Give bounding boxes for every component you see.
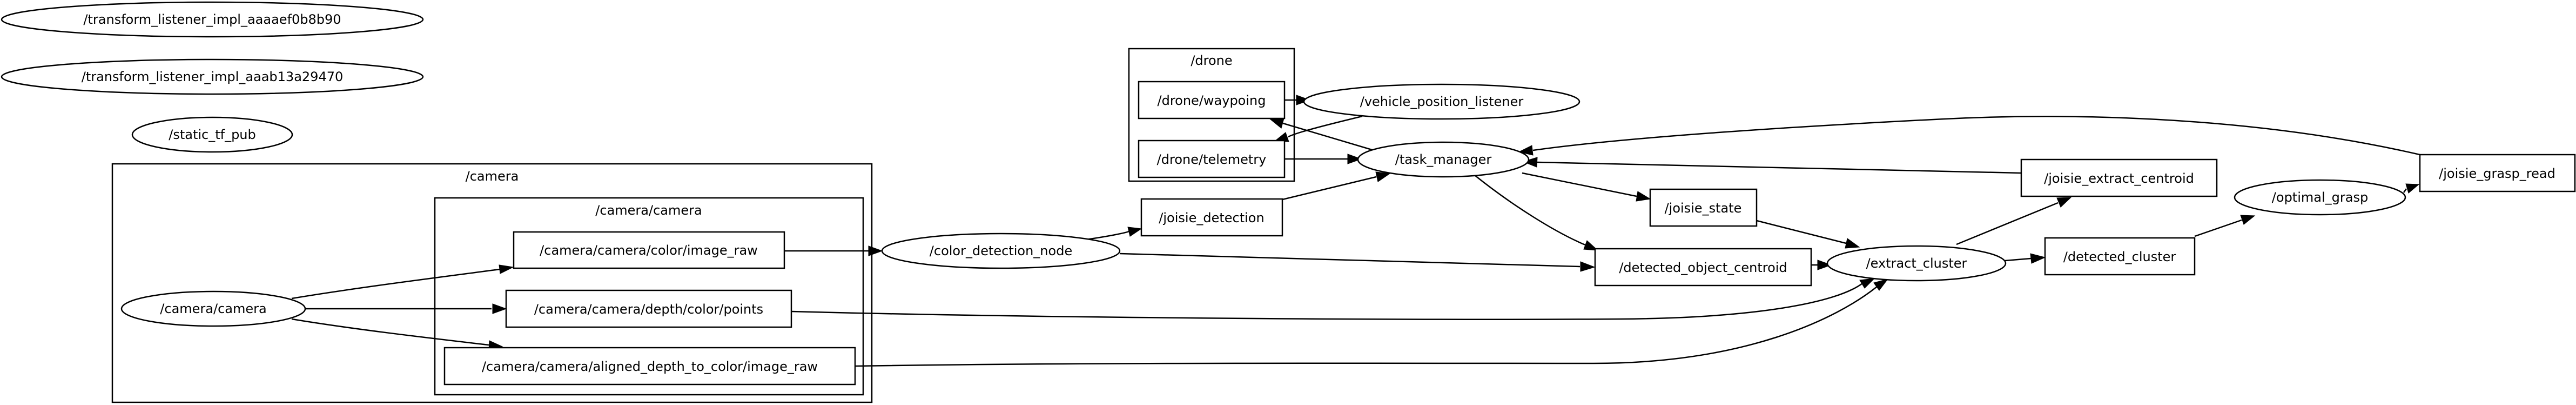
node-static-tf-pub[interactable]: /static_tf_pub	[131, 116, 293, 153]
topic-joisie-detection-label: /joisie_detection	[1159, 210, 1264, 225]
cluster-drone-label: /drone	[1191, 53, 1232, 68]
node-transform-listener-aaab13[interactable]: /transform_listener_impl_aaab13a29470	[1, 58, 424, 95]
node-extract-cluster[interactable]: /extract_cluster	[1826, 245, 2007, 282]
topic-color-image-raw[interactable]: /camera/camera/color/image_raw	[513, 231, 785, 269]
edges	[291, 95, 2420, 367]
edge-camera-to-color-image-raw[interactable]	[291, 264, 514, 300]
node-static-tf-pub-label: /static_tf_pub	[169, 127, 256, 142]
topic-detected-object-centroid-label: /detected_object_centroid	[1619, 260, 1787, 275]
edge-optimal-grasp-to-joisie-grasp-read[interactable]	[2403, 183, 2420, 194]
node-color-detection-node[interactable]: /color_detection_node	[881, 233, 1121, 269]
node-camera-camera-label: /camera/camera	[160, 301, 266, 316]
edge-joisie-grasp-read-to-task-manager[interactable]	[1518, 116, 2420, 156]
edge-joisie-extract-centroid-to-task-manager[interactable]	[1522, 157, 2022, 174]
node-joisie-grasp-read[interactable]: /joisie_grasp_read	[2419, 154, 2576, 192]
node-task-manager[interactable]: /task_manager	[1357, 141, 1530, 178]
node-transform-listener-aaaaef-label: /transform_listener_impl_aaaaef0b8b90	[83, 12, 341, 27]
edge-drone-waypoing-to-vehicle-position-listener[interactable]	[1284, 95, 1311, 105]
node-extract-cluster-label: /extract_cluster	[1866, 256, 1967, 271]
edge-joisie-detection-to-task-manager[interactable]	[1282, 171, 1391, 201]
cluster-camera: /camera	[111, 163, 873, 403]
topic-joisie-extract-centroid[interactable]: /joisie_extract_centroid	[2020, 158, 2218, 197]
edge-joisie-state-to-extract-cluster[interactable]	[1756, 220, 1860, 249]
topic-aligned-depth[interactable]: /camera/camera/aligned_depth_to_color/im…	[443, 347, 856, 386]
node-vehicle-position-listener-label: /vehicle_position_listener	[1360, 94, 1524, 109]
topic-joisie-detection[interactable]: /joisie_detection	[1140, 198, 1283, 237]
edge-drone-telemetry-to-task-manager[interactable]	[1284, 154, 1362, 164]
cluster-drone: /drone	[1128, 48, 1295, 182]
topic-aligned-depth-label: /camera/camera/aligned_depth_to_color/im…	[482, 359, 818, 374]
edge-aligned-depth-to-extract-cluster[interactable]	[855, 278, 1889, 367]
edge-color-detection-to-joisie-detection[interactable]	[1085, 227, 1142, 241]
node-vehicle-position-listener[interactable]: /vehicle_position_listener	[1303, 83, 1580, 120]
edge-camera-to-depth-points[interactable]	[305, 303, 507, 314]
topic-drone-waypoing[interactable]: /drone/waypoing	[1138, 81, 1286, 119]
edge-color-image-raw-to-color-detection[interactable]	[784, 245, 883, 256]
topic-joisie-state-label: /joisie_state	[1665, 201, 1742, 216]
edge-detected-cluster-to-optimal-grasp[interactable]	[2194, 215, 2256, 237]
topic-depth-points[interactable]: /camera/camera/depth/color/points	[505, 289, 792, 328]
node-optimal-grasp[interactable]: /optimal_grasp	[2234, 179, 2406, 216]
topic-joisie-extract-centroid-label: /joisie_extract_centroid	[2044, 171, 2194, 186]
topic-detected-cluster[interactable]: /detected_cluster	[2044, 237, 2196, 276]
node-transform-listener-aaaaef[interactable]: /transform_listener_impl_aaaaef0b8b90	[1, 1, 424, 38]
topic-drone-waypoing-label: /drone/waypoing	[1158, 93, 1266, 108]
edge-detected-object-centroid-to-extract-cluster[interactable]	[1811, 260, 1832, 270]
node-task-manager-label: /task_manager	[1395, 152, 1492, 167]
cluster-drone-box	[1128, 48, 1295, 182]
topic-detected-cluster-label: /detected_cluster	[2063, 249, 2176, 264]
edge-extract-cluster-to-detected-cluster[interactable]	[2005, 253, 2046, 264]
cluster-camera-label: /camera	[466, 169, 519, 184]
topic-drone-telemetry[interactable]: /drone/telemetry	[1138, 140, 1286, 178]
topic-joisie-state[interactable]: /joisie_state	[1649, 188, 1758, 227]
cluster-camera-box	[111, 163, 873, 403]
node-optimal-grasp-label: /optimal_grasp	[2272, 190, 2368, 205]
edge-depth-points-to-extract-cluster[interactable]	[791, 278, 1875, 320]
node-joisie-grasp-read-label: /joisie_grasp_read	[2439, 166, 2555, 181]
cluster-camera-camera-label: /camera/camera	[595, 203, 702, 218]
nodes: /transform_listener_impl_aaaaef0b8b90 /t…	[1, 1, 2576, 386]
topic-depth-points-label: /camera/camera/depth/color/points	[534, 302, 763, 317]
edge-task-manager-to-detected-object-centroid[interactable]	[1474, 175, 1599, 251]
edge-vehicle-position-listener-to-drone-telemetry[interactable]	[1274, 115, 1363, 142]
topic-detected-object-centroid[interactable]: /detected_object_centroid	[1594, 248, 1812, 287]
edge-task-manager-to-joisie-state[interactable]	[1522, 172, 1651, 202]
edge-color-detection-to-detected-object-centroid[interactable]	[1119, 253, 1596, 272]
node-transform-listener-aaab13-label: /transform_listener_impl_aaab13a29470	[82, 69, 344, 84]
node-color-detection-node-label: /color_detection_node	[930, 243, 1072, 258]
edge-camera-to-aligned-depth[interactable]	[291, 318, 503, 350]
edge-extract-cluster-to-joisie-extract-centroid[interactable]	[1956, 197, 2072, 245]
topic-color-image-raw-label: /camera/camera/color/image_raw	[540, 243, 758, 258]
cluster-camera-camera: /camera/camera	[434, 197, 864, 396]
cluster-camera-camera-box	[434, 197, 864, 396]
node-camera-camera[interactable]: /camera/camera	[120, 290, 306, 327]
topic-drone-telemetry-label: /drone/telemetry	[1157, 152, 1267, 167]
